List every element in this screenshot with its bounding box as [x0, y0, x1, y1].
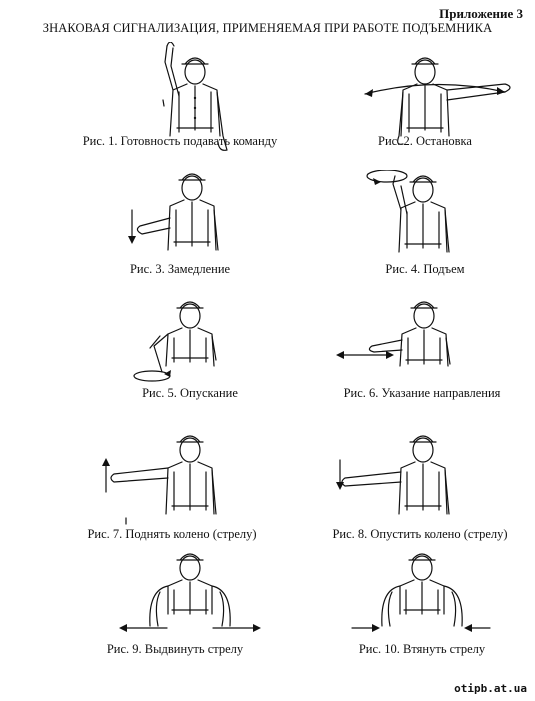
- figure-7-caption: Рис. 7. Поднять колено (стрелу): [87, 527, 257, 541]
- figure-4: Рис. 4. Подъем: [295, 170, 535, 290]
- signalman-direction-icon: [336, 301, 451, 367]
- figure-8: Рис. 8. Опустить колено (стрелу): [290, 432, 535, 552]
- figure-5: Рис. 5. Опускание: [60, 298, 320, 418]
- figure-4-caption: Рис. 4. Подъем: [385, 262, 465, 276]
- figure-8-caption: Рис. 8. Опустить колено (стрелу): [332, 527, 508, 541]
- signalman-lower-icon: [133, 301, 217, 382]
- figure-5-caption: Рис. 5. Опускание: [142, 386, 238, 400]
- appendix-label: Приложение 3: [439, 6, 523, 21]
- signalman-lift-icon: [366, 170, 450, 253]
- figure-6: Рис. 6. Указание направления: [292, 298, 535, 418]
- signalman-retract-boom-icon: [351, 553, 491, 632]
- figure-1-caption: Рис. 1. Готовность подавать команду: [82, 134, 278, 148]
- signalman-stop-icon: [364, 57, 511, 145]
- figure-3: Рис. 3. Замедление: [50, 170, 310, 290]
- figure-10: Рис. 10. Втянуть стрелу: [292, 548, 535, 668]
- page-title: ЗНАКОВАЯ СИГНАЛИЗАЦИЯ, ПРИМЕНЯЕМАЯ ПРИ Р…: [42, 21, 493, 35]
- signalman-ready-icon: [162, 42, 228, 151]
- figure-10-caption: Рис. 10. Втянуть стрелу: [358, 642, 486, 656]
- figure-6-caption: Рис. 6. Указание направления: [343, 386, 501, 400]
- signalman-extend-boom-icon: [119, 553, 261, 632]
- figure-7: Рис. 7. Поднять колено (стрелу): [42, 432, 302, 552]
- figure-9: Рис. 9. Выдвинуть стрелу: [45, 548, 305, 668]
- figure-1: Рис. 1. Готовность подавать команду: [50, 42, 310, 162]
- signalman-raise-boom-icon: [102, 435, 217, 525]
- figure-9-caption: Рис. 9. Выдвинуть стрелу: [106, 642, 244, 656]
- figure-2-caption: Рис. 2. Остановка: [378, 134, 472, 148]
- figure-2: Рис. 2. Остановка: [295, 42, 535, 162]
- signalman-lower-boom-icon: [336, 435, 450, 515]
- signalman-slowdown-icon: [128, 173, 219, 251]
- figure-3-caption: Рис. 3. Замедление: [129, 262, 231, 276]
- watermark: otipb.at.ua: [454, 682, 527, 695]
